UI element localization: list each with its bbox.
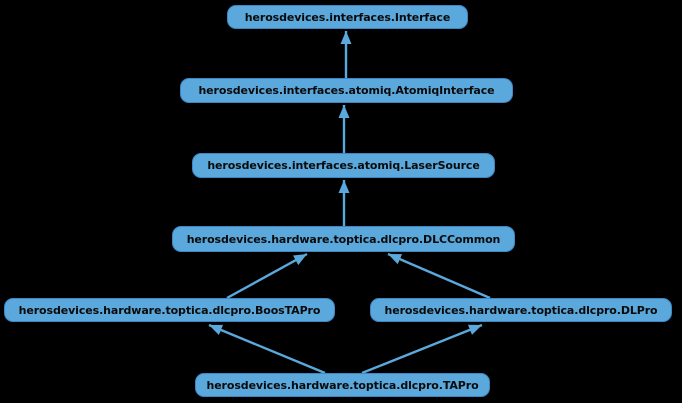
edge-tapro-to-dlpro xyxy=(361,323,483,375)
node-dlc-common[interactable]: herosdevices.hardware.toptica.dlcpro.DLC… xyxy=(172,226,515,252)
node-laser-source[interactable]: herosdevices.interfaces.atomiq.LaserSour… xyxy=(192,153,495,178)
node-boostapro[interactable]: herosdevices.hardware.toptica.dlcpro.Boo… xyxy=(4,298,335,322)
node-dlpro[interactable]: herosdevices.hardware.toptica.dlcpro.DLP… xyxy=(370,298,672,322)
node-tapro[interactable]: herosdevices.hardware.toptica.dlcpro.TAP… xyxy=(195,373,490,397)
edge-tapro-to-boostapro xyxy=(208,323,326,375)
node-atomiq-interface[interactable]: herosdevices.interfaces.atomiq.AtomiqInt… xyxy=(180,78,513,103)
node-interface[interactable]: herosdevices.interfaces.Interface xyxy=(227,5,468,29)
edge-boostapro-to-dlccommon xyxy=(226,252,308,300)
edge-dlpro-to-dlccommon xyxy=(387,252,491,300)
